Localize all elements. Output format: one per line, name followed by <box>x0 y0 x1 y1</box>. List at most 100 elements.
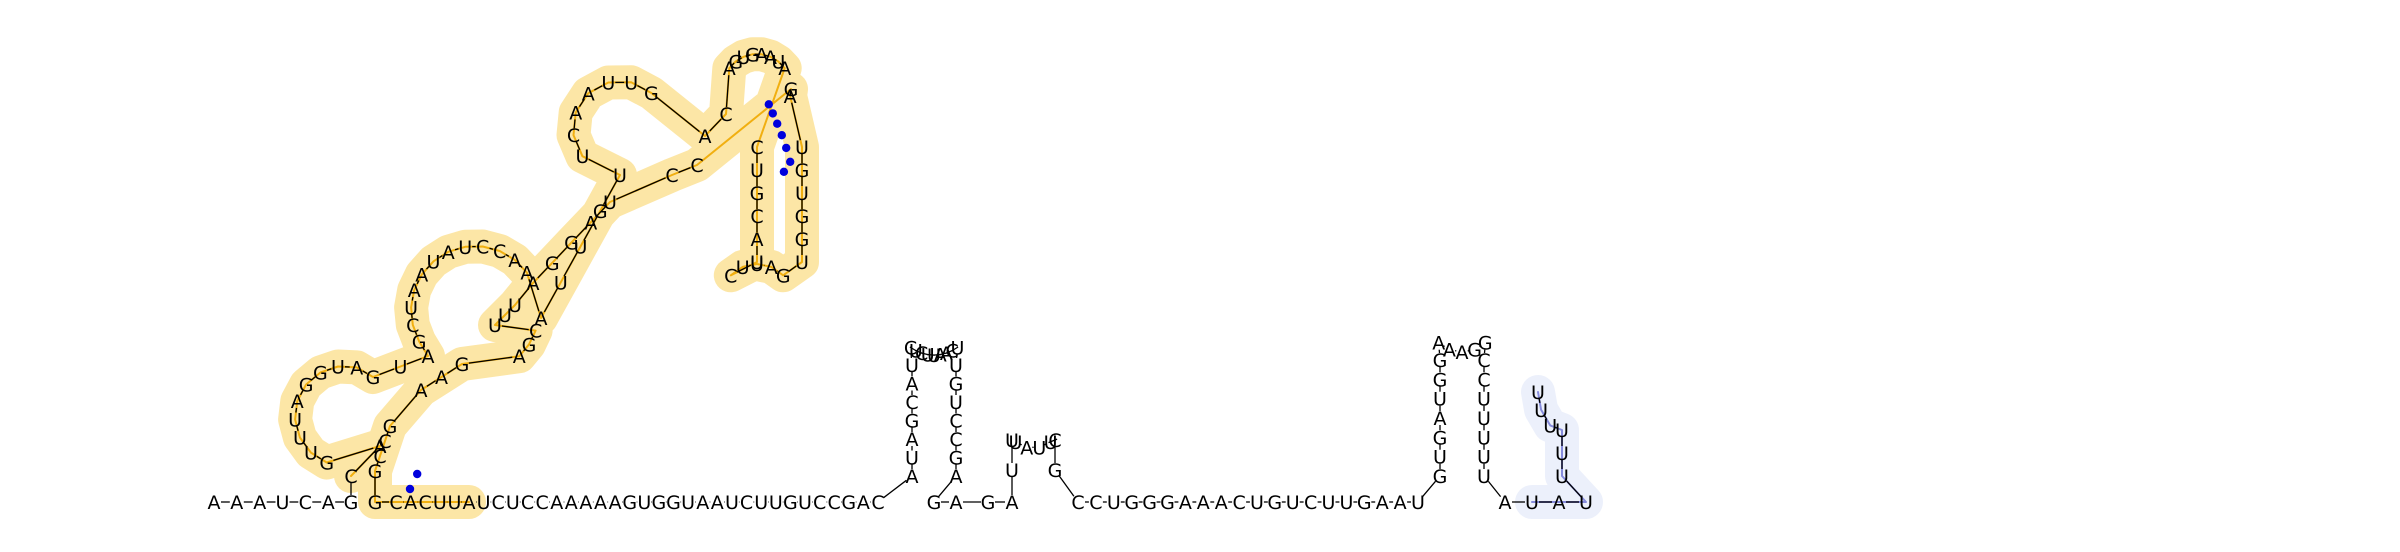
nucleotide: A <box>404 492 417 514</box>
nucleotide: U <box>637 492 651 514</box>
nucleotide: U <box>1525 492 1539 514</box>
nucleotide: A <box>906 466 919 488</box>
nucleotide: U <box>508 295 522 317</box>
backbone-link <box>556 247 568 259</box>
nucleotide: U <box>1555 466 1569 488</box>
backbone-link <box>300 390 304 396</box>
nucleotide: U <box>1477 408 1491 430</box>
nucleotide: G <box>750 183 765 205</box>
nucleotide: C <box>1048 430 1061 452</box>
backbone-link <box>386 432 389 435</box>
nucleotide: U <box>574 237 588 259</box>
backbone-link <box>528 279 540 312</box>
backbone-link <box>454 248 459 251</box>
nucleotide: C <box>813 492 826 514</box>
nucleotide: A <box>1443 340 1456 362</box>
backbone-link <box>381 447 384 450</box>
nucleotide: U <box>1555 443 1569 465</box>
nucleotide: G <box>313 363 328 385</box>
nucleotide: G <box>783 492 798 514</box>
nucleotide: C <box>389 492 402 514</box>
nucleotide: A <box>1499 492 1512 514</box>
backbone-link <box>772 57 777 61</box>
backbone-link <box>376 462 379 465</box>
backbone-link <box>883 479 907 499</box>
nucleotide: A <box>1215 492 1228 514</box>
nucleotide: U <box>1005 430 1019 452</box>
base-pair-dot <box>786 157 795 166</box>
backbone-link <box>406 357 422 365</box>
nucleotide: U <box>795 252 809 274</box>
nucleotide: G <box>1433 350 1448 372</box>
nucleotide: C <box>535 492 548 514</box>
nucleotide: U <box>1250 492 1264 514</box>
nucleotide: U <box>404 297 418 319</box>
nucleotide: C <box>344 466 357 488</box>
nucleotide: G <box>1142 492 1157 514</box>
backbone-link <box>426 380 436 387</box>
base-pair-dot <box>779 167 789 176</box>
nucleotide: C <box>828 492 841 514</box>
backbone-link <box>575 141 581 151</box>
backbone-link <box>1566 480 1582 498</box>
backbone-link <box>563 252 578 277</box>
backbone-link <box>656 96 700 133</box>
backbone-link <box>1538 398 1541 404</box>
nucleotide: A <box>711 492 724 514</box>
nucleotide: A <box>699 126 712 148</box>
nucleotide: U <box>736 257 750 279</box>
nucleotide: C <box>1071 492 1084 514</box>
nucleotide: G <box>841 492 856 514</box>
nucleotide: U <box>725 492 739 514</box>
backbone-link <box>1020 443 1022 446</box>
nucleotide: A <box>582 83 595 105</box>
nucleotide: U <box>1005 460 1019 482</box>
backbone-link <box>603 180 618 205</box>
backbone-link <box>326 368 332 371</box>
backbone-link <box>788 265 797 272</box>
nucleotide: A <box>1197 492 1210 514</box>
nucleotide: G <box>795 206 810 228</box>
nucleotide: G <box>1433 369 1448 391</box>
backbone-link <box>736 264 752 273</box>
nucleotide: A <box>508 250 521 272</box>
base-pair-dot <box>773 119 782 128</box>
nucleotide: A <box>408 280 421 302</box>
nucleotide: U <box>1477 427 1491 449</box>
backbone-link <box>789 88 792 96</box>
base-pair-dot <box>768 109 777 118</box>
backbone-link <box>362 370 368 374</box>
backbone-link <box>411 296 414 301</box>
nucleotide: U <box>737 47 751 69</box>
backbone-link <box>333 447 374 462</box>
backbone-link <box>730 62 735 68</box>
nucleotide: A <box>784 86 797 108</box>
nucleotide: U <box>771 52 785 74</box>
nucleotide: U <box>795 137 809 159</box>
nucleotide: C <box>493 241 506 263</box>
nucleotide: A <box>906 374 919 396</box>
nucleotide: C <box>740 492 753 514</box>
nucleotide: C <box>750 206 763 228</box>
nucleotide: G <box>949 374 964 396</box>
nucleotide: G <box>564 233 579 255</box>
backbone-link <box>295 407 298 413</box>
nucleotide: U <box>1477 389 1491 411</box>
nucleotide: A <box>1376 492 1389 514</box>
nucleotide: A <box>415 264 428 286</box>
nucleotide: G <box>319 453 334 475</box>
nucleotide: U <box>506 492 520 514</box>
nucleotide: C <box>724 265 737 287</box>
nucleotide: U <box>1286 492 1300 514</box>
nucleotide: A <box>513 346 526 368</box>
nucleotide: A <box>1434 408 1447 430</box>
nucleotide: G <box>795 160 810 182</box>
nucleotide: G <box>745 44 760 66</box>
nucleotide: U <box>1579 492 1593 514</box>
nucleotide: A <box>291 391 304 413</box>
nucleotide: U <box>905 355 919 377</box>
nucleotide: A <box>535 308 548 330</box>
backbone-link <box>518 287 530 301</box>
nucleotide: C <box>476 237 489 259</box>
